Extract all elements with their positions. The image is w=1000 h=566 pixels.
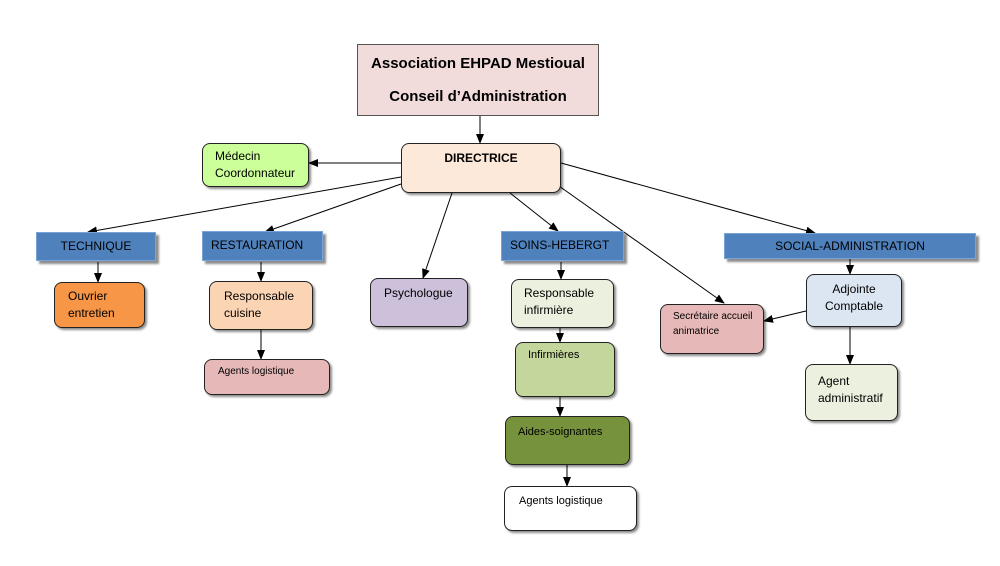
title-line-2: Conseil d’Administration: [389, 88, 567, 105]
header-technique: TECHNIQUE: [36, 232, 156, 261]
header-social-administration: SOCIAL-ADMINISTRATION: [724, 233, 976, 259]
header-restauration: RESTAURATION: [202, 231, 323, 261]
directrice-label: DIRECTRICE: [444, 151, 518, 165]
edge-directrice-secretaire: [558, 185, 725, 304]
medecin-box: Médecin Coordonnateur: [202, 143, 309, 187]
ouvrier-entretien-box: Ouvrier entretien: [54, 282, 145, 328]
directrice-box: DIRECTRICE: [401, 143, 561, 193]
infirmieres-box: Infirmières: [515, 342, 615, 397]
agent-administratif-box: Agent administratif: [805, 364, 898, 421]
edge-directrice-restauration: [264, 183, 402, 233]
responsable-cuisine-box: Responsable cuisine: [209, 281, 313, 330]
edge-directrice-social: [560, 162, 816, 235]
edge-adjointe-secretaire: [763, 310, 807, 323]
edge-directrice-psychologue: [422, 192, 453, 279]
edge-directrice-soins: [509, 192, 559, 232]
responsable-infirmiere-box: Responsable infirmière: [511, 279, 614, 328]
edge-directrice-technique: [87, 176, 402, 235]
title-line-1: Association EHPAD Mestioual: [371, 55, 585, 72]
secretaire-accueil-box: Secrétaire accueil animatrice: [660, 304, 764, 354]
psychologue-box: Psychologue: [370, 278, 468, 327]
agents-logistique-box-2: Agents logistique: [504, 486, 637, 531]
adjointe-comptable-box: Adjointe Comptable: [806, 274, 902, 327]
title-box: Association EHPAD Mestioual Conseil d’Ad…: [357, 44, 599, 116]
agents-logistique-box-1: Agents logistique: [204, 359, 330, 395]
aides-soignantes-box: Aides-soignantes: [505, 416, 630, 465]
header-soins-hebergt: SOINS-HEBERGT: [501, 231, 624, 261]
